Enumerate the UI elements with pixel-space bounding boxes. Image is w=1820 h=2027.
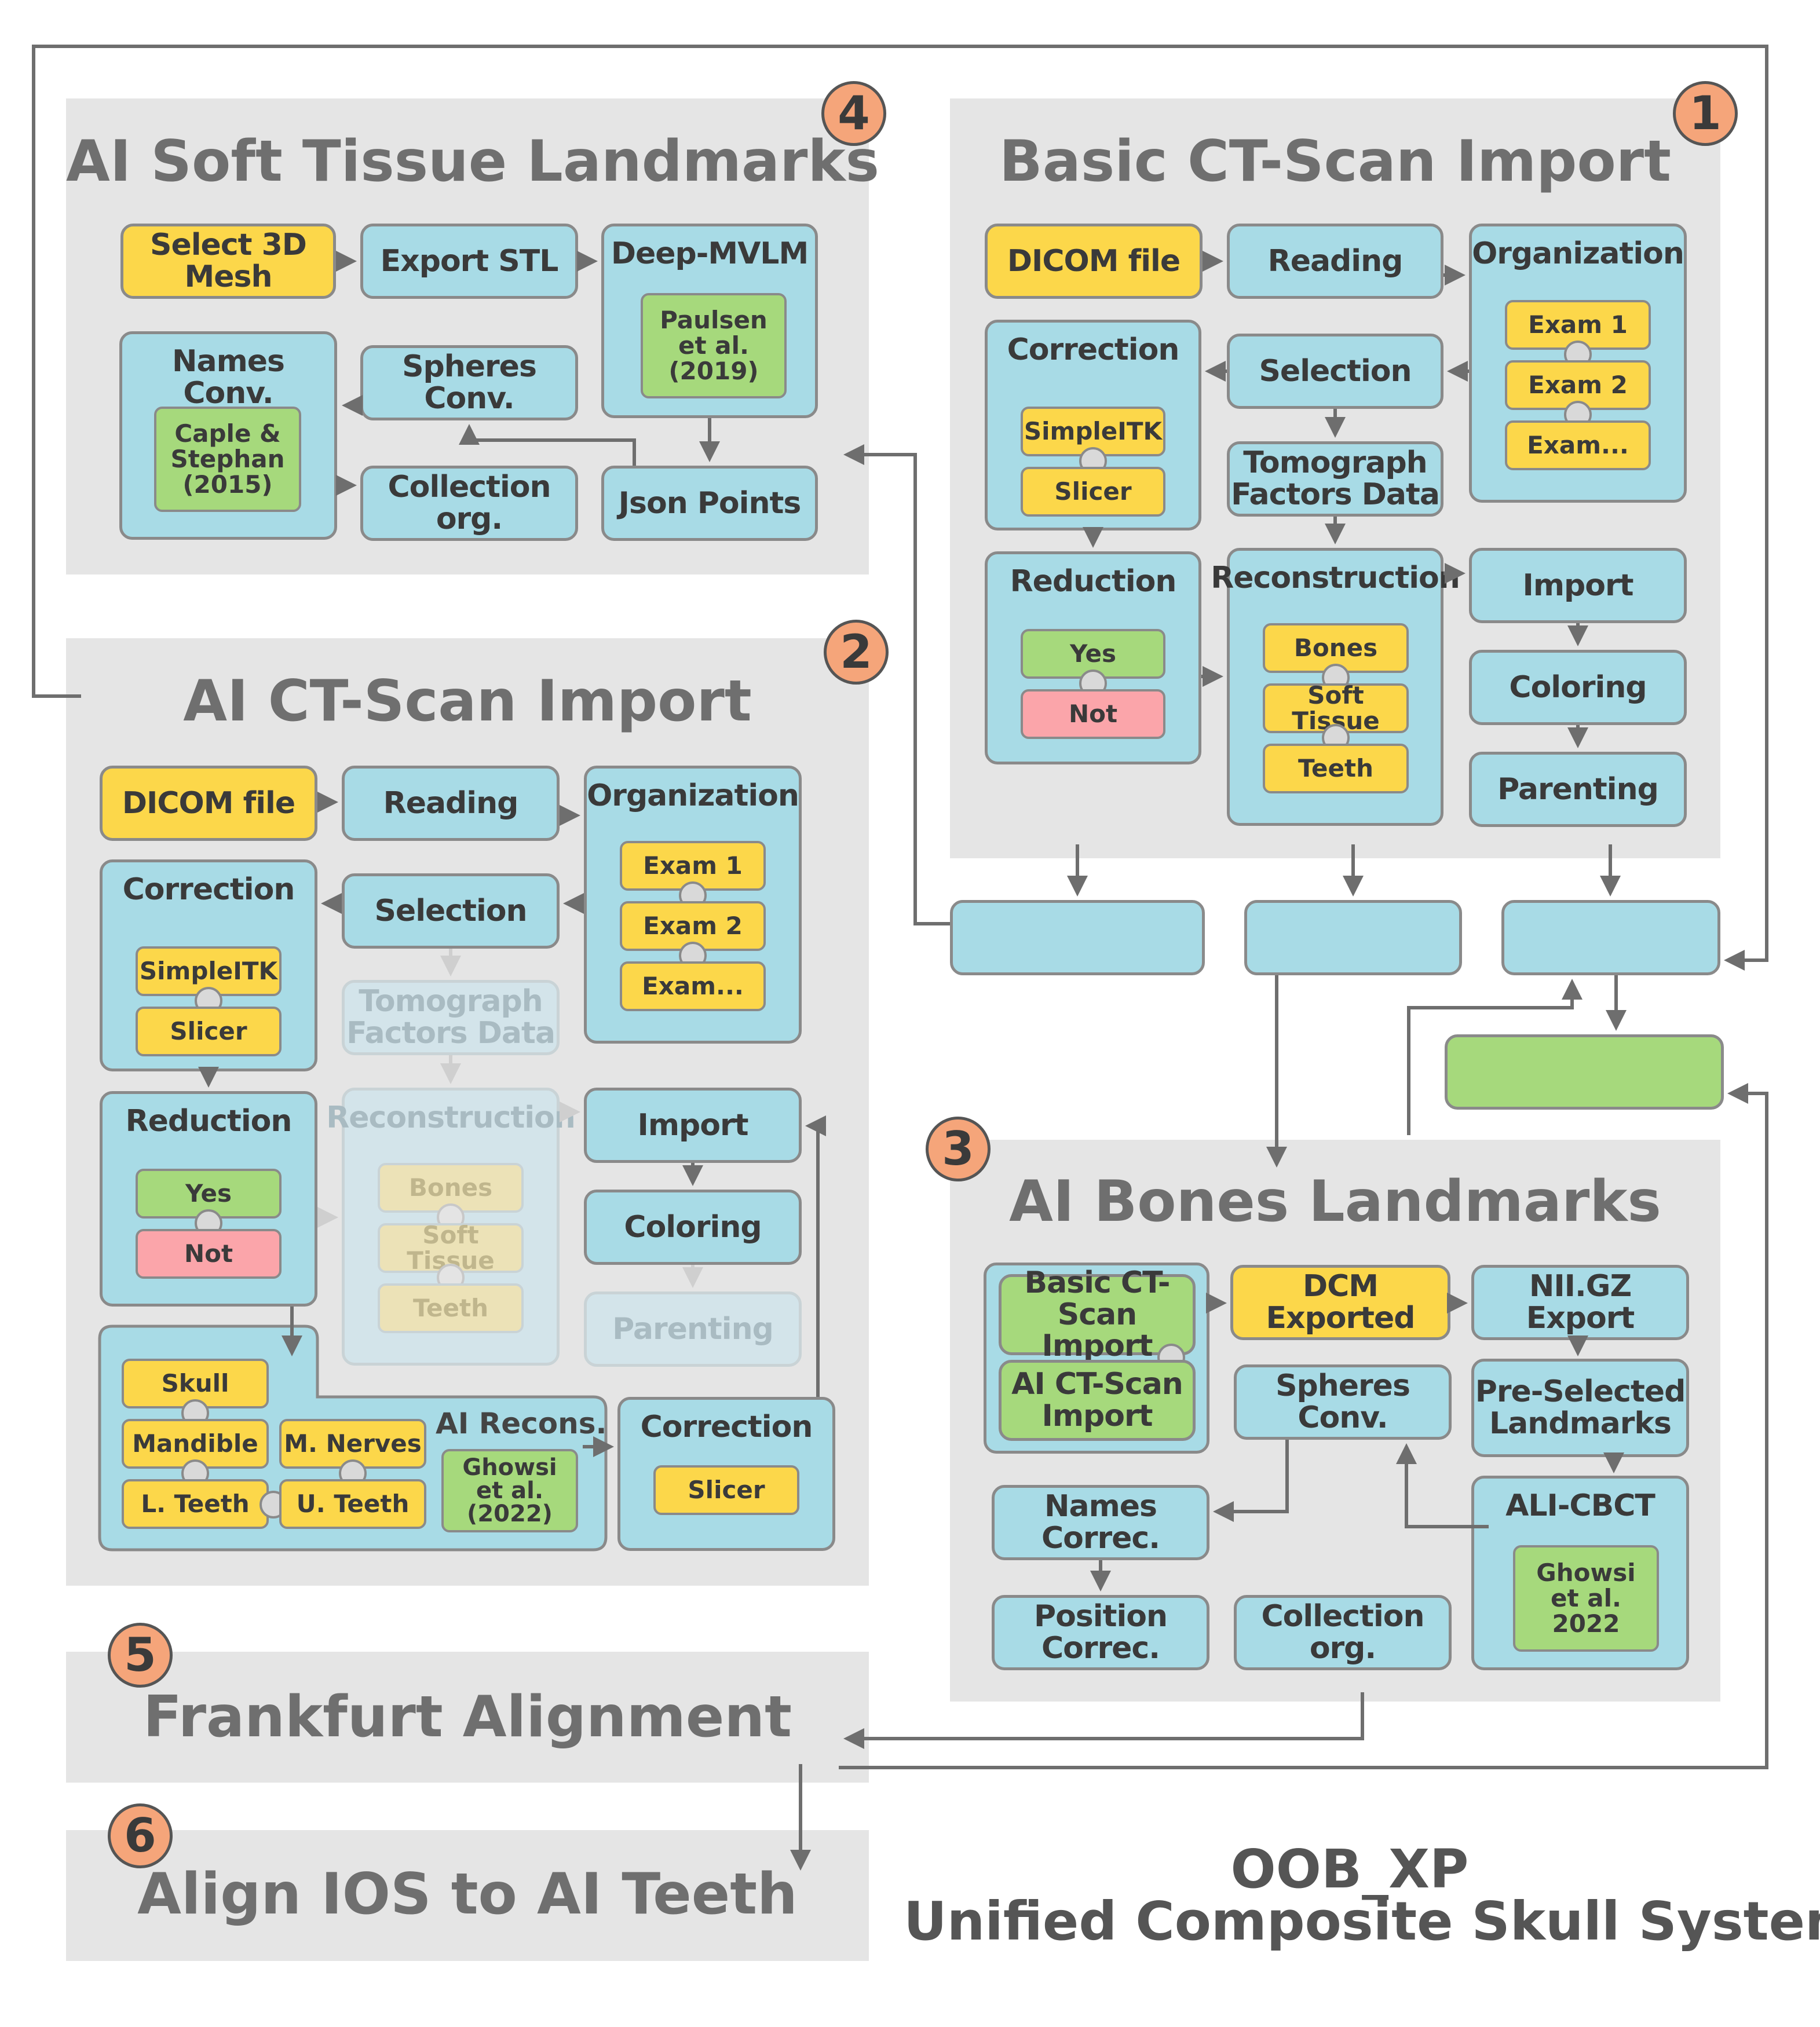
panel-align-ios-to-ai-teeth: Align IOS to AI Teeth [66,1830,869,1961]
section-number-6: 6 [108,1803,173,1868]
bones-global-father-node [1445,1034,1724,1110]
panel-title: AI Bones Landmarks [1009,1169,1661,1235]
arrow-correction-to-import [805,1115,826,1397]
selection-node: Selection [342,873,560,949]
section-number-5: 5 [108,1623,173,1688]
dcm-exported-node: DCM Exported [1230,1265,1450,1340]
teeth-chip: Teeth [378,1283,524,1333]
export-stl-node: Export STL [360,224,578,299]
arrow-outer-loop [32,45,1768,971]
mandible-chip: Mandible [122,1419,269,1469]
arrow-s3-to-frankfurt [843,1692,1364,1749]
parenting-node: Parenting [584,1291,802,1367]
select-softtissue-node [950,900,1205,975]
section-number-2: 2 [824,620,889,685]
not-chip: Not [1021,689,1165,739]
parenting-node: Parenting [1469,752,1687,827]
arrow-s3-to-parenting [1407,979,1583,1135]
corrected-dcm-node [1244,900,1462,975]
section-number-1: 1 [1673,81,1738,146]
arrow-json-to-spheres [459,424,636,466]
footer-subtitle: Unified Composite Skull System [904,1890,1820,1952]
slicer-chip: Slicer [653,1465,799,1515]
pre-selected-landmarks-node: Pre-Selected Landmarks [1471,1359,1689,1457]
tomograph-factors-node: Tomograph Factors Data [342,980,560,1055]
coloring-node: Coloring [584,1190,802,1265]
panel-frankfurt-alignment: Frankfurt Alignment [66,1652,869,1783]
ai-recons-label: AI Recons. [436,1407,607,1440]
m-nerves-chip: M. Nerves [279,1419,426,1469]
dicom-file-node: DICOM file [100,766,317,841]
reading-node: Reading [342,766,560,841]
caple-reference-chip: Caple & Stephan (2015) [154,407,301,512]
select-3d-mesh-node: Select 3D Mesh [120,224,336,299]
coloring-node: Coloring [1469,650,1687,725]
arrow-bgf-to-frankfurt [839,1092,1768,1769]
import-node: Import [584,1088,802,1163]
panel-title: Basic CT-Scan Import [999,129,1671,195]
panel-title: AI CT-Scan Import [183,668,752,734]
arrow-spheres-to-names [1213,1440,1289,1522]
ai-recons-node: AI Recons. [100,1326,606,1550]
slicer-chip: Slicer [136,1007,282,1056]
teeth-chip: Teeth [1263,744,1409,793]
dicom-file-node: DICOM file [985,224,1203,299]
reading-node: Reading [1227,224,1443,299]
ai-ct-scan-import-chip: AI CT-Scan Import [999,1360,1196,1441]
panel-title: AI Soft Tissue Landmarks [66,129,879,195]
parenting-output-node [1501,900,1720,975]
u-teeth-chip: U. Teeth [279,1479,426,1529]
json-points-node: Json Points [601,466,818,541]
import-node: Import [1469,548,1687,623]
panel-title: Frankfurt Alignment [143,1684,792,1750]
slicer-chip: Slicer [1021,467,1165,517]
panel-title: Align IOS to AI Teeth [137,1861,798,1927]
spheres-conv-node: Spheres Conv. [360,345,578,420]
position-correc-node: Position Correc. [992,1595,1209,1670]
spheres-conv-node: Spheres Conv. [1234,1364,1452,1440]
tomograph-factors-node: Tomograph Factors Data [1227,441,1443,517]
l-teeth-chip: L. Teeth [122,1479,269,1529]
exam-more-chip: Exam... [620,961,766,1011]
collection-org-node: Collection org. [360,466,578,541]
selection-node: Selection [1227,334,1443,409]
ghowsi-reference-chip: Ghowsi et al. 2022 [1513,1545,1659,1652]
ghowsi-reference-chip: Ghowsi et al. (2022) [441,1449,578,1532]
arrow-alicbct-to-spheres [1396,1443,1489,1528]
footer-title: OOB_XP [1230,1838,1469,1900]
names-correc-node: Names Correc. [992,1485,1209,1560]
not-chip: Not [136,1229,282,1279]
section-number-3: 3 [926,1117,991,1181]
exam-1-chip: Exam 1 [1505,300,1651,350]
section-number-4: 4 [821,81,886,146]
collection-org-node: Collection org. [1234,1595,1452,1670]
paulsen-reference-chip: Paulsen et al. (2019) [641,293,787,398]
arrow-selectsoft-to-s4 [843,444,950,925]
exam-more-chip: Exam... [1505,420,1651,470]
